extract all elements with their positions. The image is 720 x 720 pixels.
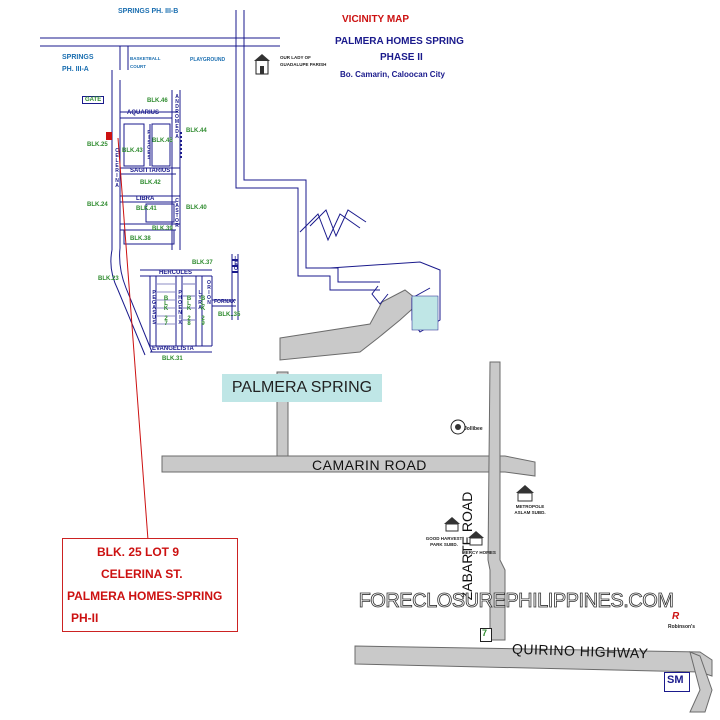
location-label: Bo. Camarin, Caloocan City [340, 70, 445, 79]
gate-label: GATE [82, 96, 105, 104]
street-libra: LIBRA [136, 196, 155, 202]
block-45: BLK.45 [152, 138, 173, 144]
block-46: BLK.46 [147, 98, 168, 104]
street-leo: LEO [233, 256, 239, 271]
quirino-highway [354, 645, 713, 677]
major-roads [161, 289, 713, 713]
seven-eleven-label: 7 [482, 628, 488, 638]
camarin-road [161, 455, 536, 477]
street-hercules: HERCULES [159, 270, 193, 276]
block-41: BLK.41 [136, 206, 157, 212]
branch-road [235, 10, 441, 333]
basketball-court-label: BASKETBALL COURT [130, 56, 161, 69]
block-31: BLK.31 [162, 356, 183, 362]
zabarte-road [487, 361, 506, 641]
block-42: BLK.42 [140, 180, 161, 186]
block-43: BLK.43 [122, 148, 143, 154]
street-castor: CASTOR [174, 198, 180, 228]
block-40: BLK.40 [186, 205, 207, 211]
phase-label: PHASE II [380, 52, 423, 63]
street-fornax: FORNAX [214, 299, 236, 305]
top-road [40, 37, 280, 70]
callout-phase: PH-II [71, 611, 99, 625]
springs-ph3b-label: SPRINGS PH. III-B [118, 8, 179, 15]
subdivision-streets [110, 70, 239, 356]
block-29: BLK 29 [200, 296, 206, 326]
playground-label: PLAYGROUND [190, 57, 226, 63]
street-celerina: CELERINA [114, 148, 120, 188]
street-pegasus: PEGASUS [151, 290, 157, 325]
street-andromeda: ANDROMEDA [174, 94, 180, 139]
seven-eleven-icon [480, 628, 492, 642]
property-callout: BLK. 25 LOT 9 CELERINA ST. PALMERA HOMES… [62, 538, 238, 632]
block-39: BLK.39 [152, 226, 173, 232]
block-24: BLK.24 [87, 202, 108, 208]
lot-dividers [157, 132, 238, 325]
jollibee-label: Jollibee [464, 426, 483, 432]
mercy-homes-label: MERCY HOMES [462, 550, 496, 555]
block-27: BLK 27 [163, 296, 169, 326]
sm-label: SM [667, 674, 684, 686]
house-icon-good-harvest [442, 516, 462, 532]
street-lyra: LYRA [197, 290, 203, 310]
palmera-link-road [279, 289, 421, 361]
target-lot-marker [106, 132, 112, 140]
callout-subdivision: PALMERA HOMES-SPRING [67, 589, 223, 603]
robinsons-icon: R [672, 611, 680, 622]
block-38: BLK.38 [130, 236, 151, 242]
block-28: BLK 28 [186, 296, 192, 326]
springs-ph3a-label: SPRINGS PH. III-A [62, 54, 94, 73]
robinsons-label: Robinson's [668, 624, 696, 630]
camarin-road-label: CAMARIN ROAD [312, 457, 427, 473]
watermark: FORECLOSUREPHILIPPINES.COM [358, 590, 674, 613]
street-phoenix: PHOENIX [177, 290, 183, 325]
block-23: BLK.23 [98, 276, 119, 282]
street-aquarius: AQUARIUS [127, 110, 160, 116]
jollibee-icon [450, 416, 476, 438]
church-icon [250, 52, 274, 76]
good-harvest-label: GOOD HARVEST PARK SUBD. [425, 536, 463, 547]
house-icon-mercy [466, 530, 486, 546]
street-sagittarius: SAGITTARIUS [130, 168, 171, 174]
street-pisces: PISCES [146, 130, 152, 160]
house-icon-metropole [514, 484, 536, 502]
street-evangelista: EVANGELISTA [152, 346, 194, 352]
pointer-line [117, 137, 149, 541]
callout-block-lot: BLK. 25 LOT 9 [97, 545, 180, 559]
map-title: VICINITY MAP [342, 14, 410, 25]
street-orion: ORION [206, 280, 212, 305]
callout-street: CELERINA ST. [101, 567, 183, 581]
teal-lot [411, 295, 439, 331]
block-44: BLK.44 [186, 128, 207, 134]
subdivision-name: PALMERA HOMES SPRING [335, 36, 464, 47]
sm-road-bend [689, 651, 713, 713]
sm-logo-icon [664, 672, 690, 692]
palmera-spring-label: PALMERA SPRING [222, 374, 382, 402]
metropole-label: METROPOLE ASLAM SUBD. [514, 504, 546, 515]
block-25: BLK.25 [87, 142, 108, 148]
church-label: OUR LADY OF GUADALUPE PARISH [280, 55, 327, 67]
block-37: BLK.37 [192, 260, 213, 266]
block-35: BLK..35 [218, 312, 241, 318]
